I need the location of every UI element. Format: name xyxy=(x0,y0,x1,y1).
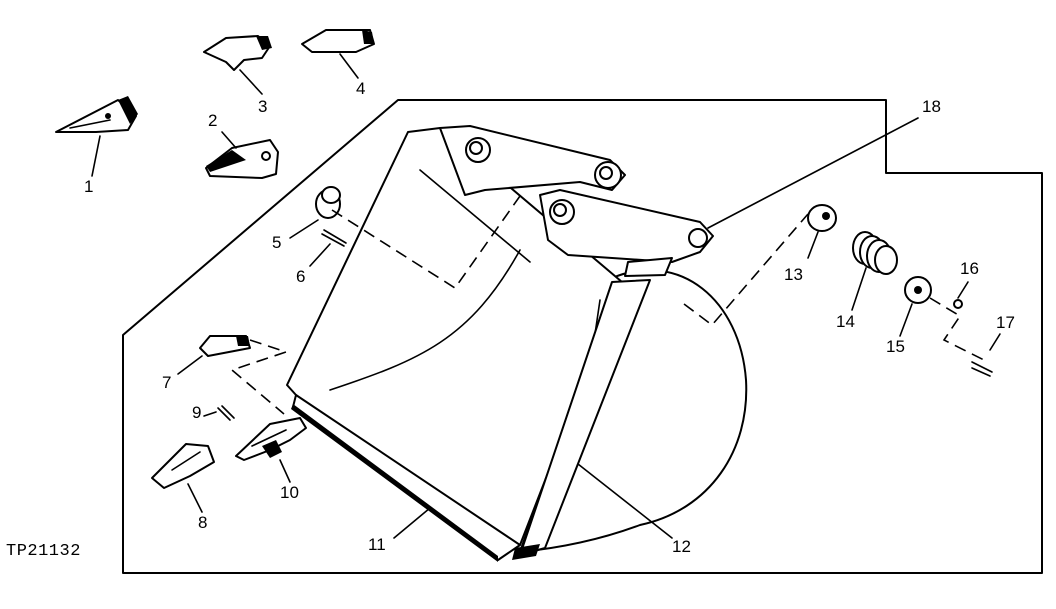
corner-tooth-7 xyxy=(199,335,251,357)
callout-7: 7 xyxy=(162,373,171,392)
callout-2: 2 xyxy=(208,111,217,130)
callout-10: 10 xyxy=(280,483,299,502)
pivot-arm xyxy=(539,189,714,263)
pin-9 xyxy=(217,405,235,421)
callout-14: 14 xyxy=(836,312,855,331)
side-cutter-plate xyxy=(519,279,651,556)
callout-labels: 1 2 3 4 5 6 7 9 10 8 11 12 13 14 15 16 1… xyxy=(84,79,1015,556)
callout-17: 17 xyxy=(996,313,1015,332)
tooth-adapter-2 xyxy=(205,139,279,179)
callout-16: 16 xyxy=(960,259,979,278)
corner-adapter-8 xyxy=(151,443,215,489)
bucket-assembly xyxy=(286,125,748,562)
callout-12: 12 xyxy=(672,537,691,556)
callout-15: 15 xyxy=(886,337,905,356)
callout-4: 4 xyxy=(356,79,365,98)
callout-9: 9 xyxy=(192,403,201,422)
callout-8: 8 xyxy=(198,513,207,532)
side-cutter-10 xyxy=(235,417,307,461)
mounting-bracket xyxy=(439,125,626,196)
callout-18: 18 xyxy=(922,97,941,116)
callout-11: 11 xyxy=(368,535,386,554)
nut-16 xyxy=(953,299,963,309)
tooth-adapter-3 xyxy=(203,35,272,71)
washer-15 xyxy=(904,276,932,304)
callout-5: 5 xyxy=(272,233,281,252)
spring-14 xyxy=(852,231,898,275)
bucket-back-shell xyxy=(519,269,748,553)
figure-id: TP21132 xyxy=(6,542,81,561)
diagram-frame xyxy=(122,99,1043,574)
callout-3: 3 xyxy=(258,97,267,116)
washer-13 xyxy=(807,204,837,232)
tooth-adapter-4 xyxy=(301,29,375,53)
tooth-point-1 xyxy=(55,96,138,133)
leader-lines xyxy=(91,53,1001,539)
bolt-17 xyxy=(971,361,993,377)
assembly-lines xyxy=(230,195,989,415)
callout-6: 6 xyxy=(296,267,305,286)
callout-1: 1 xyxy=(84,177,93,196)
bolt-6 xyxy=(321,229,347,247)
callout-13: 13 xyxy=(784,265,803,284)
